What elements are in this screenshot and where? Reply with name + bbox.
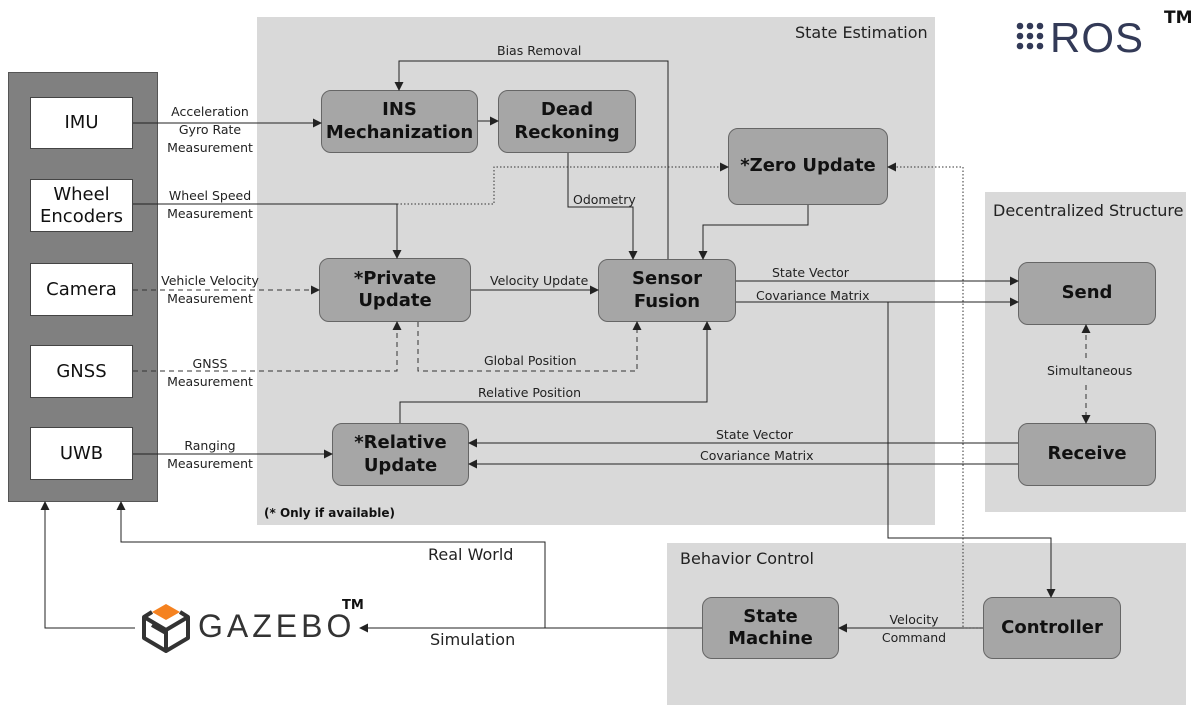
global-position-label: Global Position <box>484 353 577 368</box>
camera-sensor: Camera <box>30 263 133 316</box>
behavior-title: Behavior Control <box>680 549 814 568</box>
uwb-sensor: UWB <box>30 427 133 480</box>
gnss-to-private-arrow <box>133 321 402 372</box>
bias-removal-label: Bias Removal <box>497 43 582 58</box>
real-world-label: Real World <box>428 545 514 564</box>
wheel-speed-label: Wheel Speed Measurement <box>167 188 253 222</box>
wheel-encoders-sensor: Wheel Encoders <box>30 179 133 232</box>
gazebo-logo: GAZEBO TM <box>140 598 370 660</box>
simultaneous-label: Simultaneous <box>1047 362 1133 381</box>
ranging-measurement-label: Ranging Measurement <box>167 438 253 472</box>
bias-removal-arrow <box>394 60 669 259</box>
state-vector-out-label: State Vector <box>772 265 849 280</box>
state-machine-block: State Machine <box>702 597 839 659</box>
gazebo-trademark: TM <box>342 598 364 613</box>
availability-note: (* Only if available) <box>264 506 395 520</box>
gazebo-cube-icon <box>142 604 190 653</box>
fusion-to-controller-arrow <box>887 302 1056 598</box>
gazebo-logo-text: GAZEBO <box>198 608 356 644</box>
wheel-to-zero-arrow <box>397 162 729 205</box>
real-world-arrow <box>116 501 546 628</box>
ros-dots-icon <box>1016 22 1044 50</box>
receive-block: Receive <box>1018 423 1156 486</box>
velocity-update-label: Velocity Update <box>490 273 589 288</box>
global-position-arrow <box>417 321 642 372</box>
odometry-arrow <box>567 153 638 260</box>
dead-reckoning-block: Dead Reckoning <box>498 90 636 153</box>
covariance-out-label: Covariance Matrix <box>756 288 870 303</box>
decentralized-title: Decentralized Structure <box>993 201 1184 220</box>
ins-mechanization-block: INS Mechanization <box>321 90 478 153</box>
zero-to-fusion-arrow <box>698 205 809 260</box>
controller-to-zero-arrow <box>887 162 983 629</box>
imu-sensor: IMU <box>30 97 133 149</box>
sensor-fusion-block: Sensor Fusion <box>598 259 736 322</box>
state-estimation-title: State Estimation <box>795 23 928 42</box>
ros-logo: ROS TM <box>1016 8 1193 61</box>
state-vector-in-label: State Vector <box>716 427 793 442</box>
relative-position-arrow <box>399 321 712 423</box>
simulation-label: Simulation <box>430 630 516 649</box>
relative-position-label: Relative Position <box>478 385 582 400</box>
covariance-in-label: Covariance Matrix <box>700 448 814 463</box>
gazebo-to-sensors-arrow <box>40 501 135 629</box>
ros-logo-text: ROS <box>1050 14 1145 61</box>
gnss-sensor: GNSS <box>30 345 133 398</box>
gnss-measurement-label: GNSS Measurement <box>167 356 253 390</box>
relative-update-block: *Relative Update <box>332 423 469 486</box>
private-update-block: *Private Update <box>319 258 471 322</box>
acc-gyro-label: Acceleration Gyro Rate Measurement <box>167 104 253 156</box>
zero-update-block: *Zero Update <box>728 128 888 205</box>
ros-trademark: TM <box>1164 8 1193 28</box>
odometry-label: Odometry <box>573 192 636 207</box>
vehicle-velocity-label: Vehicle Velocity Measurement <box>161 273 259 307</box>
velocity-command-label: Velocity Command <box>881 612 947 646</box>
